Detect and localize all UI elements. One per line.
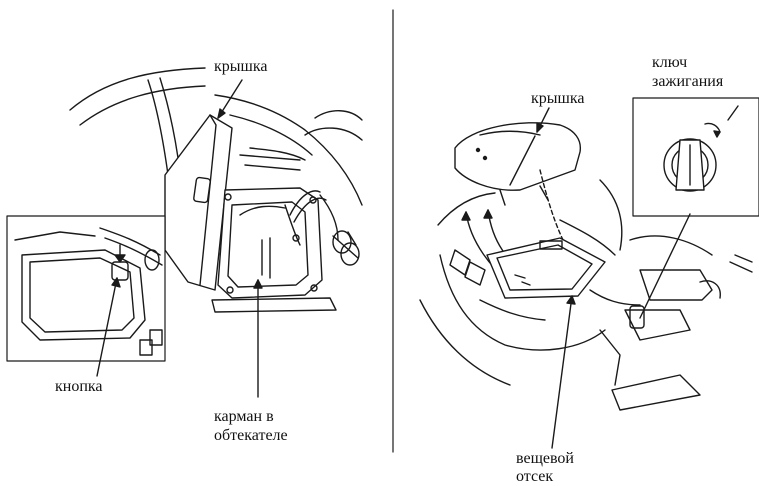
button-inset	[7, 216, 165, 361]
label-fairing-pocket-line2: обтекателе	[214, 427, 288, 444]
label-button: кнопка	[55, 378, 103, 395]
label-fairing-pocket-line1: карман в	[214, 408, 274, 425]
left-panel-drawing	[7, 68, 362, 397]
label-lid-right: крышка	[531, 90, 584, 107]
ignition-inset	[633, 98, 759, 216]
label-ignition-key-line2: зажигания	[652, 73, 723, 90]
label-lid-left: крышка	[214, 58, 267, 75]
label-storage-line1: вещевой	[516, 450, 574, 467]
leader-ignition	[640, 214, 690, 318]
leader-storage	[552, 296, 572, 448]
right-panel-drawing	[420, 98, 759, 448]
label-storage-line2: отсек	[516, 468, 553, 485]
label-ignition-key-line1: ключ	[652, 54, 687, 71]
